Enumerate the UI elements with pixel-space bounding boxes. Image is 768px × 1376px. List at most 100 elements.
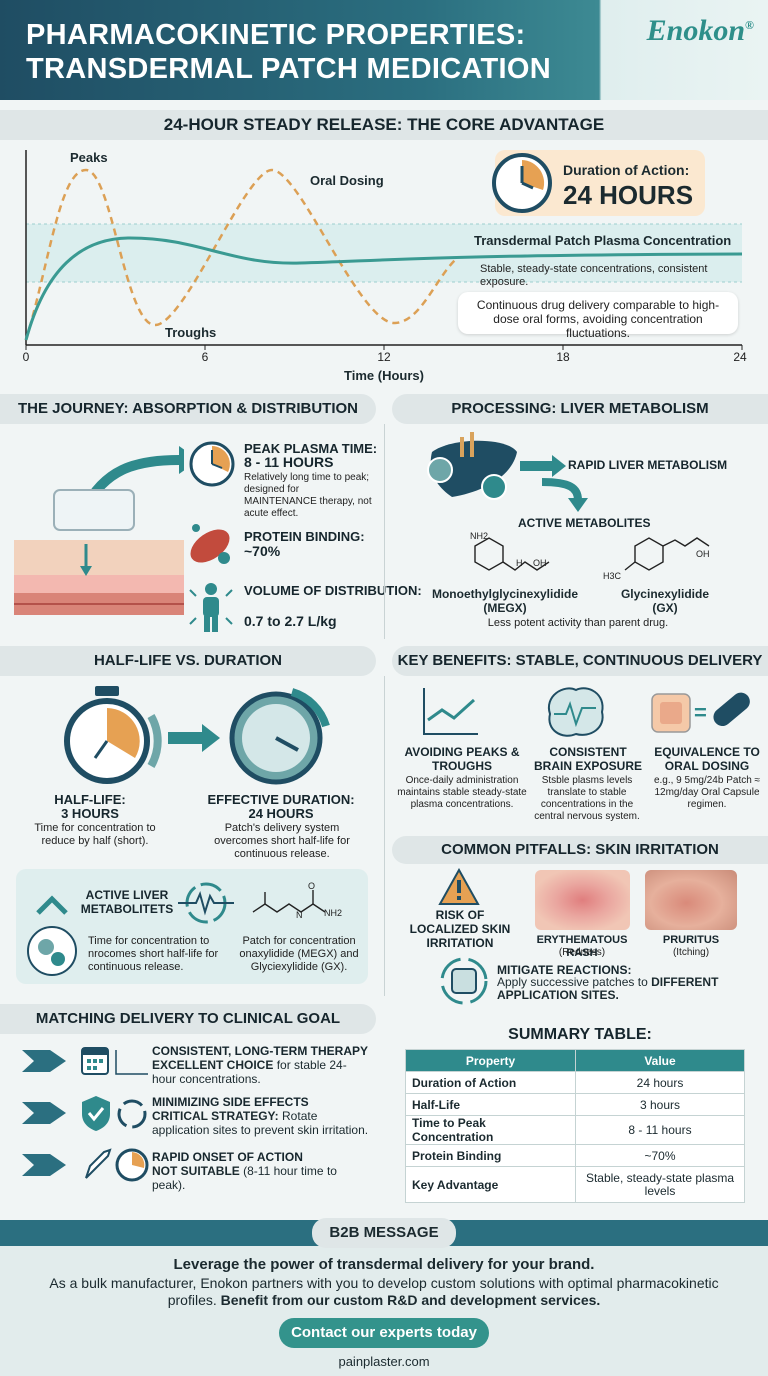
divider-2 <box>384 676 385 996</box>
brand-mark: ® <box>745 18 754 32</box>
steady-chart-icon <box>423 688 478 735</box>
r2-title: MINIMIZING SIDE EFFECTS <box>152 1095 309 1109</box>
patch-label: Transdermal Patch Plasma Concentration <box>474 233 732 248</box>
b2b-headline: Leverage the power of transdermal delive… <box>173 1256 595 1273</box>
peak-clock-icon <box>189 441 235 487</box>
rash-note: (Redness) <box>558 947 606 958</box>
rapid-arrow-icon <box>520 455 566 477</box>
cell-value: 8 - 11 hours <box>575 1115 745 1145</box>
release-title: 24-HOUR STEADY RELEASE: THE CORE ADVANTA… <box>0 110 768 140</box>
peak-note: Relatively long time to peak; designed f… <box>244 472 372 519</box>
pitfalls-title: COMMON PITFALLS: SKIN IRRITATION <box>392 836 768 864</box>
r3-bold: NOT SUITABLE <box>152 1164 240 1178</box>
header-banner <box>0 0 768 100</box>
cell-value: ~70% <box>575 1144 745 1167</box>
b2-title: CONSISTENT BRAIN EXPOSURE <box>533 745 643 773</box>
brand-name: Enokon <box>646 14 746 47</box>
b1-title: AVOIDING PEAKS & TROUGHS <box>404 745 520 773</box>
patch-equals-capsule-icon <box>651 692 750 733</box>
x-tick-24: 24 <box>733 350 747 364</box>
summary-header-value: Value <box>575 1049 745 1072</box>
rotate-patch-icon <box>440 957 488 1005</box>
b2b-body-plain: As a bulk manufacturer, Enokon partners … <box>49 1275 719 1308</box>
pruritus-title: PRURITUS <box>662 934 720 946</box>
equals-sign: = <box>694 700 707 725</box>
gx-name: Glycinexylidide(GX) <box>600 587 730 615</box>
skin-patch-illustration <box>14 446 184 615</box>
active-label: ACTIVE METABOLITES <box>518 516 651 530</box>
arrow-icon-3 <box>22 1154 66 1176</box>
vod-title-1: VOLUME OF DISTRIBUTION: <box>244 583 422 598</box>
page-title: PHARMACOKINETIC PROPERTIES: TRANSDERMAL … <box>26 18 606 86</box>
arrow-icon-1 <box>22 1050 66 1072</box>
duration-card: Duration of Action: 24 HOURS <box>492 150 705 216</box>
mitigate-text-bold: DIFFERENT APPLICATION SITES. <box>497 975 719 1002</box>
vod-title: VOLUME OF DISTRIBUTION: <box>244 583 422 598</box>
r1-title: CONSISTENT, LONG-TERM THERAPY <box>152 1044 369 1058</box>
peak-value: 8 - 11 HOURS <box>244 454 334 470</box>
divider-1 <box>384 424 385 639</box>
r3-title: RAPID ONSET OF ACTION <box>152 1150 303 1164</box>
r2-bold: CRITICAL STRATEGY: <box>152 1109 279 1123</box>
b3-note: e.g., 9 5mg/24b Patch ≈ 12mg/day Oral Ca… <box>653 775 761 810</box>
r3-plain: (8-11 hour time to peak). <box>152 1164 337 1192</box>
metabolism-note: Less potent activity than parent drug. <box>487 617 669 629</box>
r1-text: EXCELLENT CHOICE for stable 24-hour conc… <box>152 1058 370 1086</box>
table-row: Protein Binding~70% <box>405 1144 745 1167</box>
protein-value: ~70% <box>244 543 281 559</box>
release-chart <box>24 150 743 350</box>
r3-text: NOT SUITABLE (8-11 hour time to peak). <box>152 1164 370 1192</box>
title-line-2: TRANSDERMAL PATCH MEDICATION <box>26 53 552 85</box>
b1-note: Once-daily administration maintains stab… <box>397 775 527 810</box>
duration-label: Duration of Action: <box>563 162 690 178</box>
mitigate-text: Apply successive patches to DIFFERENT AP… <box>497 976 763 1002</box>
clock-icon <box>492 153 552 213</box>
benefits-title: KEY BENEFITS: STABLE, CONTINUOUS DELIVER… <box>392 646 768 676</box>
shield-check-icon <box>82 1096 147 1131</box>
structure-n: N <box>296 910 303 920</box>
cell-value: Stable, steady-state plasma levels <box>575 1166 745 1203</box>
b2b-body-bold: Benefit from our custom R&D and developm… <box>220 1292 601 1308</box>
steady-band <box>26 224 742 282</box>
pruritus-note: (Itching) <box>672 947 710 958</box>
hl-note: Time for concentration to reduce by half… <box>34 822 156 847</box>
calendar-icon <box>81 1047 148 1075</box>
r1-plain: for stable 24-hour concentrations. <box>152 1058 347 1086</box>
gx-oh: OH <box>696 549 710 559</box>
cell-value: 3 hours <box>575 1093 745 1116</box>
cell-property: Time to Peak Concentration <box>405 1115 576 1145</box>
brand-logo: Enokon® <box>647 14 754 48</box>
x-tick-0: 0 <box>22 350 30 364</box>
megx-abbr: (MEGX) <box>483 601 527 615</box>
troughs-label: Troughs <box>165 325 217 340</box>
liver-title: ACTIVE LIVER METABOLITETS <box>80 888 174 916</box>
x-axis-label: Time (Hours) <box>344 368 424 383</box>
patch-note: Stable, steady-state concentrations, con… <box>480 263 708 288</box>
gx-structure <box>624 537 710 571</box>
oral-dosing-label: Oral Dosing <box>310 173 384 188</box>
gears-circle-icon <box>27 926 77 976</box>
gx-full-name: Glycinexylidide <box>620 587 710 601</box>
mitigate-title: MITIGATE REACTIONS: <box>497 963 632 977</box>
protein-binding-icon <box>190 524 230 564</box>
risk-label: RISK OF LOCALIZED SKIN IRRITATION <box>409 908 511 950</box>
arrow-icon-2 <box>22 1102 66 1124</box>
ed-title: EFFECTIVE DURATION: <box>207 792 355 807</box>
cell-value: 24 hours <box>575 1071 745 1094</box>
r2-text: CRITICAL STRATEGY: Rotate application si… <box>152 1109 370 1137</box>
megx-name: Monoethylglycinexylidide(MEGX) <box>420 587 590 615</box>
b3-title: EQUIVALENCE TO ORAL DOSING <box>654 745 760 773</box>
summary-header-property: Property <box>405 1049 576 1072</box>
website-link[interactable]: painplaster.com <box>338 1354 430 1369</box>
hl-value: 3 HOURS <box>61 806 119 821</box>
oral-dosing-curve <box>24 168 456 341</box>
structure-nh2: NH2 <box>324 908 343 918</box>
journey-title: THE JOURNEY: ABSORPTION & DISTRIBUTION <box>0 394 376 424</box>
contact-button[interactable]: Contact our experts today <box>279 1318 489 1348</box>
gx-abbr: (GX) <box>652 601 678 615</box>
structure-o: O <box>308 881 316 891</box>
cycle-pulse-icon <box>178 882 234 924</box>
